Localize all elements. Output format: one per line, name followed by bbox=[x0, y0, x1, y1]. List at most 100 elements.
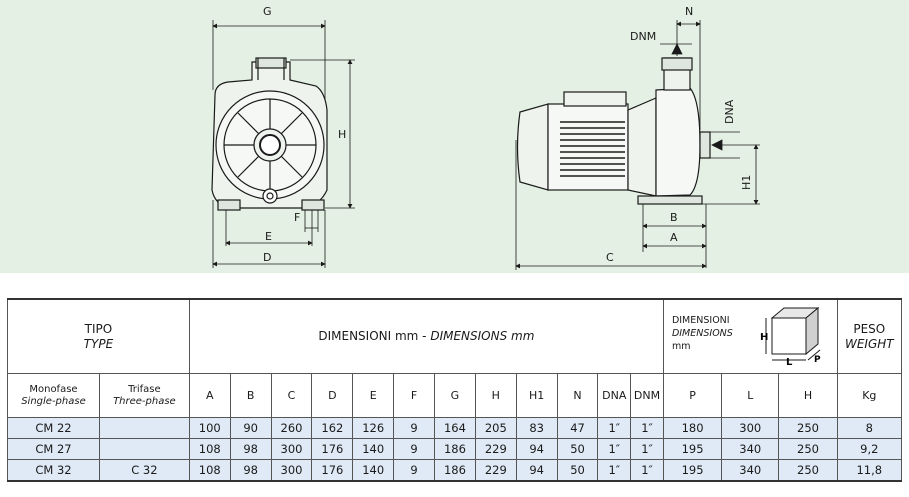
cell-c: 300 bbox=[270, 438, 313, 460]
technical-drawing-panel: G H F E D bbox=[0, 0, 909, 273]
cell-mono: CM 22 bbox=[7, 417, 100, 439]
table-row: CM 32 C 32 108 98 300 176 140 9 186 229 … bbox=[7, 459, 903, 482]
col-header-h: H bbox=[474, 373, 517, 418]
monofase-header: Monofase Single-phase bbox=[7, 373, 100, 418]
cell-h: 205 bbox=[474, 417, 517, 439]
cell-p: 195 bbox=[662, 459, 723, 482]
col-header-h1: H1 bbox=[515, 373, 558, 418]
cell-dna: 1″ bbox=[597, 438, 632, 460]
dimensioni-label: DIMENSIONI mm - bbox=[318, 329, 431, 343]
table-subheader-row: Monofase Single-phase Trifase Three-phas… bbox=[7, 373, 903, 418]
trifase-label: Trifase bbox=[128, 383, 161, 395]
dim-label-e: E bbox=[265, 230, 272, 243]
tipo-label: TIPO bbox=[84, 321, 113, 336]
packing-dimensions-header: DIMENSIONI DIMENSIONS mm H L P bbox=[662, 298, 838, 374]
dim-label-dna: DNA bbox=[723, 99, 736, 124]
col-header-c: C bbox=[270, 373, 313, 418]
cell-tri bbox=[98, 417, 190, 439]
box-h-letter: H bbox=[760, 332, 768, 343]
single-phase-label: Single-phase bbox=[21, 395, 86, 407]
cell-h1: 94 bbox=[515, 438, 558, 460]
trifase-header: Trifase Three-phase bbox=[98, 373, 190, 418]
cell-h1: 94 bbox=[515, 459, 558, 482]
cell-dnm: 1″ bbox=[630, 438, 664, 460]
cell-mono: CM 32 bbox=[7, 459, 100, 482]
package-box-icon: H L P bbox=[760, 306, 821, 366]
pack-label-3: mm bbox=[671, 341, 691, 352]
col-header-dnm: DNM bbox=[630, 373, 664, 418]
dim-label-c: C bbox=[606, 251, 614, 264]
pack-label-2: DIMENSIONS bbox=[671, 328, 733, 339]
dim-label-dnm: DNM bbox=[630, 30, 656, 43]
dim-label-h: H bbox=[338, 128, 346, 141]
col-header-kg: Kg bbox=[836, 373, 903, 418]
cell-b: 98 bbox=[229, 459, 272, 482]
weight-header: PESO WEIGHT bbox=[836, 298, 903, 374]
cell-e: 126 bbox=[352, 417, 395, 439]
cell-a: 108 bbox=[188, 438, 231, 460]
tipo-header: TIPO TYPE bbox=[7, 298, 190, 374]
col-header-f: F bbox=[393, 373, 435, 418]
dim-label-d: D bbox=[263, 251, 271, 264]
cell-c: 300 bbox=[270, 459, 313, 482]
cell-p: 180 bbox=[662, 417, 723, 439]
table-row: CM 27 108 98 300 176 140 9 186 229 94 50… bbox=[7, 438, 903, 460]
cell-c: 260 bbox=[270, 417, 313, 439]
col-header-g: G bbox=[434, 373, 476, 418]
cell-dna: 1″ bbox=[597, 459, 632, 482]
cell-h: 229 bbox=[474, 459, 517, 482]
monofase-label: Monofase bbox=[29, 383, 78, 395]
cell-dnm: 1″ bbox=[630, 459, 664, 482]
cell-kg: 9,2 bbox=[836, 438, 903, 460]
col-header-h2: H bbox=[778, 373, 838, 418]
pump-side-view bbox=[516, 57, 711, 205]
peso-label: PESO bbox=[853, 321, 886, 336]
dim-label-b: B bbox=[670, 211, 678, 224]
cell-n: 50 bbox=[556, 438, 599, 460]
dimensions-table: TIPO TYPE DIMENSIONI mm - DIMENSIONS mm … bbox=[7, 298, 903, 482]
dimensions-label: DIMENSIONS mm bbox=[430, 329, 535, 343]
three-phase-label: Three-phase bbox=[113, 395, 176, 407]
cell-b: 98 bbox=[229, 438, 272, 460]
col-header-l: L bbox=[721, 373, 780, 418]
cell-kg: 8 bbox=[836, 417, 903, 439]
cell-h2: 250 bbox=[778, 459, 838, 482]
dim-label-a: A bbox=[670, 231, 678, 244]
pump-dimension-drawing: G H F E D bbox=[211, 5, 760, 270]
cell-n: 47 bbox=[556, 417, 599, 439]
weight-label: WEIGHT bbox=[844, 336, 894, 351]
cell-p: 195 bbox=[662, 438, 723, 460]
cell-h2: 250 bbox=[778, 417, 838, 439]
cell-g: 164 bbox=[434, 417, 476, 439]
box-l-letter: L bbox=[786, 357, 793, 366]
cell-mono: CM 27 bbox=[7, 438, 100, 460]
cell-b: 90 bbox=[229, 417, 272, 439]
cell-e: 140 bbox=[352, 438, 395, 460]
cell-dna: 1″ bbox=[597, 417, 632, 439]
type-label: TYPE bbox=[83, 336, 114, 351]
cell-f: 9 bbox=[393, 459, 435, 482]
col-header-d: D bbox=[311, 373, 354, 418]
col-header-b: B bbox=[229, 373, 272, 418]
col-header-dna: DNA bbox=[597, 373, 632, 418]
col-header-p: P bbox=[662, 373, 723, 418]
pump-front-view bbox=[211, 57, 328, 211]
side-view-dimensions bbox=[515, 20, 760, 270]
dim-label-n: N bbox=[685, 5, 693, 18]
dim-label-h1: H1 bbox=[740, 175, 753, 190]
cell-f: 9 bbox=[393, 438, 435, 460]
table-header-row: TIPO TYPE DIMENSIONI mm - DIMENSIONS mm … bbox=[7, 298, 903, 374]
cell-tri: C 32 bbox=[98, 459, 190, 482]
cell-e: 140 bbox=[352, 459, 395, 482]
cell-l: 340 bbox=[721, 459, 780, 482]
box-p-letter: P bbox=[814, 355, 821, 365]
cell-d: 176 bbox=[311, 459, 354, 482]
col-header-a: A bbox=[188, 373, 231, 418]
cell-f: 9 bbox=[393, 417, 435, 439]
cell-d: 162 bbox=[311, 417, 354, 439]
cell-h: 229 bbox=[474, 438, 517, 460]
cell-l: 340 bbox=[721, 438, 780, 460]
cell-g: 186 bbox=[434, 459, 476, 482]
dim-label-g: G bbox=[263, 5, 272, 18]
cell-n: 50 bbox=[556, 459, 599, 482]
